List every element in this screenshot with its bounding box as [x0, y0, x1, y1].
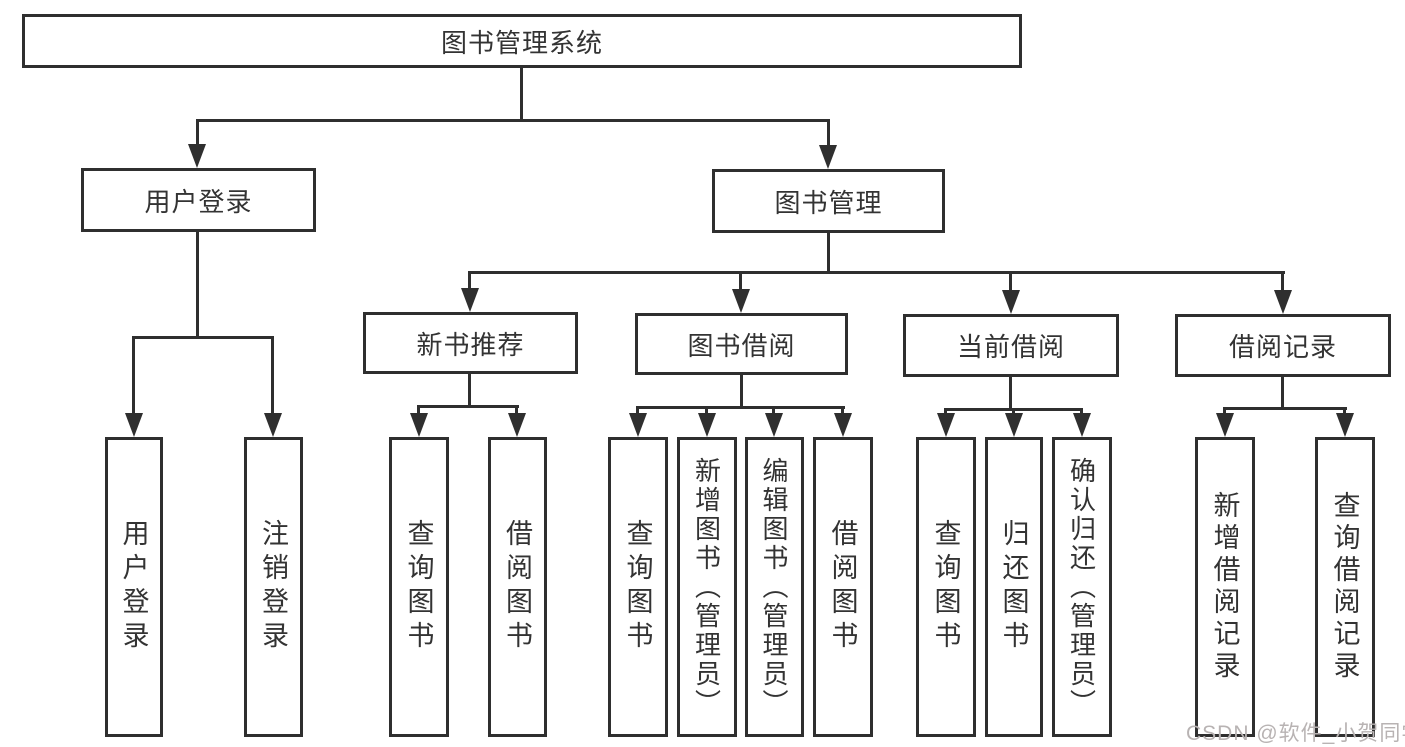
- connector-line: [827, 119, 830, 147]
- leaf-borrow-book: 借阅图书: [813, 437, 873, 737]
- connector-line: [468, 271, 471, 289]
- node-current-borrow: 当前借阅: [903, 314, 1119, 377]
- connector-line: [772, 406, 775, 415]
- connector-line: [197, 119, 830, 122]
- connector-line: [196, 119, 199, 147]
- leaf-add-book-admin-label: 新增图书（管理员）: [691, 456, 722, 718]
- arrowhead-down-icon: [698, 413, 716, 437]
- leaf-query-borrow-record: 查询借阅记录: [1315, 437, 1375, 737]
- leaf-edit-book-admin-label: 编辑图书（管理员）: [759, 456, 789, 718]
- arrowhead-down-icon: [410, 413, 428, 437]
- connector-line: [1009, 271, 1012, 290]
- leaf-query-borrow-record-label: 查询借阅记录: [1329, 491, 1360, 683]
- connector-line: [1080, 408, 1083, 415]
- connector-line: [944, 408, 947, 415]
- leaf-add-book-admin: 新增图书（管理员）: [677, 437, 737, 737]
- connector-line: [468, 374, 471, 407]
- arrowhead-down-icon: [461, 288, 479, 312]
- node-new-book-recommend-label: 新书推荐: [416, 329, 525, 360]
- leaf-user-login: 用户登录: [105, 437, 163, 737]
- csdn-watermark: CSDN @软件_小贺同学: [1186, 722, 1405, 745]
- leaf-confirm-return-admin: 确认归还（管理员）: [1052, 437, 1112, 737]
- arrowhead-down-icon: [1216, 413, 1234, 437]
- arrowhead-down-icon: [1005, 413, 1023, 437]
- node-user-login: 用户登录: [81, 168, 316, 232]
- arrowhead-down-icon: [1336, 413, 1354, 437]
- leaf-borrow-book-label: 借阅图书: [827, 519, 858, 655]
- leaf-edit-book-admin: 编辑图书（管理员）: [745, 437, 804, 737]
- connector-line: [636, 406, 845, 409]
- arrowhead-down-icon: [732, 289, 750, 313]
- connector-line: [132, 336, 135, 415]
- leaf-return-book: 归还图书: [985, 437, 1043, 737]
- arrowhead-down-icon: [765, 413, 783, 437]
- node-user-login-label: 用户登录: [144, 186, 253, 217]
- connector-line: [196, 232, 199, 336]
- connector-line: [469, 271, 1285, 274]
- arrowhead-down-icon: [629, 413, 647, 437]
- leaf-recommend-query-book-label: 查询图书: [403, 519, 434, 655]
- connector-line: [417, 405, 420, 415]
- leaf-confirm-return-admin-label: 确认归还（管理员）: [1066, 456, 1097, 718]
- leaf-return-book-label: 归还图书: [998, 519, 1029, 655]
- connector-line: [1343, 407, 1346, 415]
- node-book-management-label: 图书管理: [774, 187, 883, 218]
- connector-line: [1223, 407, 1347, 410]
- arrowhead-down-icon: [937, 413, 955, 437]
- connector-line: [271, 336, 274, 415]
- node-current-borrow-label: 当前借阅: [956, 332, 1065, 362]
- node-borrow-record: 借阅记录: [1175, 314, 1391, 377]
- node-root-system: 图书管理系统: [22, 14, 1022, 68]
- connector-line: [515, 405, 518, 415]
- connector-line: [841, 406, 844, 415]
- leaf-add-borrow-record: 新增借阅记录: [1195, 437, 1255, 737]
- connector-line: [739, 271, 742, 289]
- arrowhead-down-icon: [819, 145, 837, 169]
- leaf-borrow-query-book-label: 查询图书: [622, 519, 653, 655]
- connector-line: [1281, 271, 1284, 290]
- arrowhead-down-icon: [834, 413, 852, 437]
- connector-line: [1012, 408, 1015, 415]
- connector-line: [418, 405, 519, 408]
- node-root-system-label: 图书管理系统: [440, 27, 603, 58]
- node-book-management: 图书管理: [712, 169, 945, 233]
- connector-line: [520, 68, 523, 119]
- connector-line: [132, 336, 274, 339]
- leaf-current-query-book: 查询图书: [916, 437, 976, 737]
- node-borrow-record-label: 借阅记录: [1228, 332, 1337, 362]
- connector-line: [740, 375, 743, 408]
- arrowhead-down-icon: [1274, 290, 1292, 314]
- connector-line: [705, 406, 708, 415]
- node-new-book-recommend: 新书推荐: [363, 312, 578, 374]
- leaf-recommend-query-book: 查询图书: [389, 437, 449, 737]
- node-book-borrow: 图书借阅: [635, 313, 848, 375]
- leaf-recommend-borrow-book: 借阅图书: [488, 437, 547, 737]
- arrowhead-down-icon: [125, 413, 143, 437]
- connector-line: [1009, 377, 1012, 410]
- leaf-borrow-query-book: 查询图书: [608, 437, 668, 737]
- connector-line: [1223, 407, 1226, 415]
- arrowhead-down-icon: [1002, 290, 1020, 314]
- arrowhead-down-icon: [1073, 413, 1091, 437]
- leaf-user-login-label: 用户登录: [118, 519, 149, 655]
- arrowhead-down-icon: [264, 413, 282, 437]
- leaf-logout: 注销登录: [244, 437, 303, 737]
- connector-line: [1281, 377, 1284, 408]
- connector-line: [827, 233, 830, 271]
- node-book-borrow-label: 图书借阅: [687, 330, 796, 361]
- arrowhead-down-icon: [508, 413, 526, 437]
- leaf-logout-label: 注销登录: [258, 519, 288, 655]
- arrowhead-down-icon: [188, 144, 206, 168]
- leaf-recommend-borrow-book-label: 借阅图书: [502, 519, 532, 655]
- leaf-add-borrow-record-label: 新增借阅记录: [1209, 491, 1240, 683]
- leaf-current-query-book-label: 查询图书: [930, 519, 961, 655]
- connector-line: [636, 406, 639, 415]
